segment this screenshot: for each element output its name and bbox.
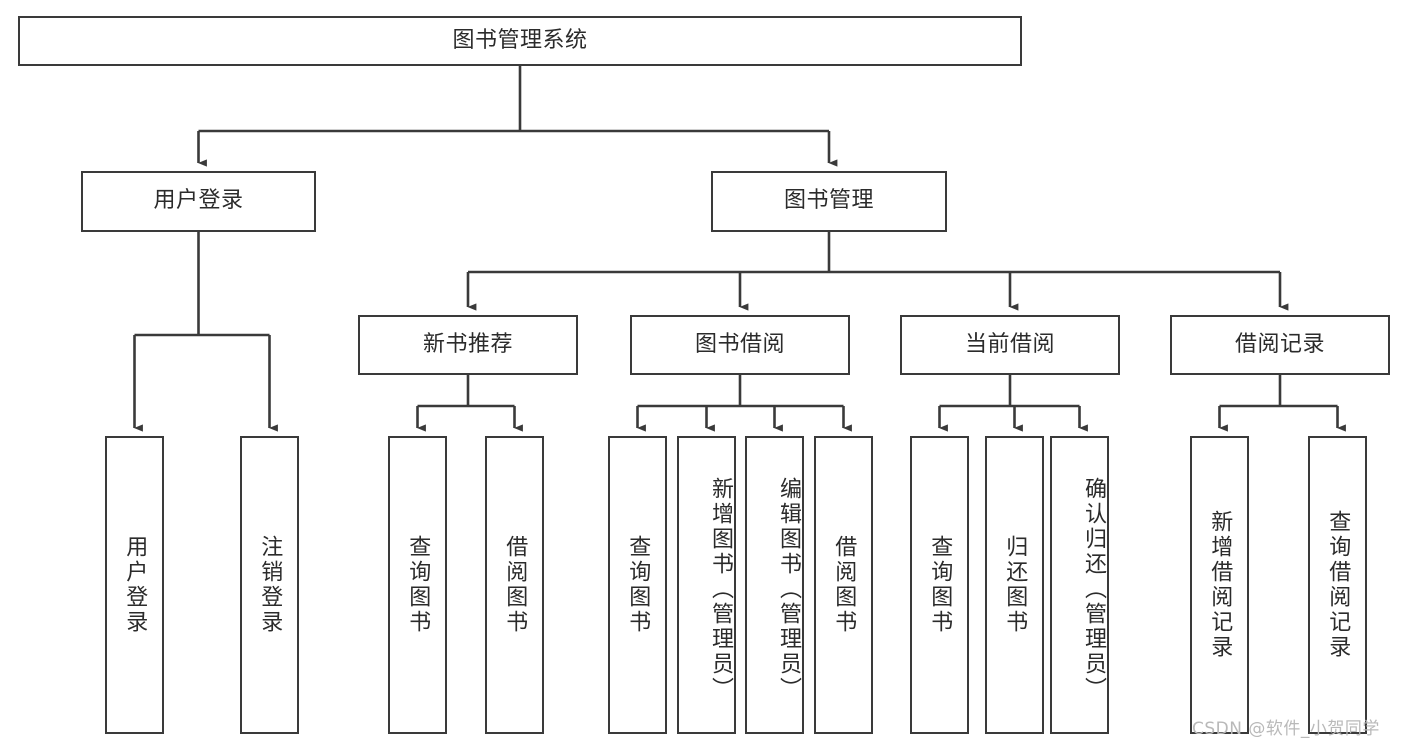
csdn-watermark: CSDN @软件_小贺同学 (1192, 719, 1380, 739)
node-book-management-module[interactable]: 图书管理 (711, 171, 947, 232)
leaf-borrow-lend-books[interactable]: 借阅图书 (814, 436, 873, 734)
leaf-current-return-books[interactable]: 归还图书 (985, 436, 1044, 734)
leaf-record-query-borrow-record[interactable]: 查询借阅记录 (1308, 436, 1367, 734)
leaf-newbook-borrow-books[interactable]: 借阅图书 (485, 436, 544, 734)
node-current-borrow[interactable]: 当前借阅 (900, 315, 1120, 375)
node-root-system[interactable]: 图书管理系统 (18, 16, 1022, 66)
node-borrow-record[interactable]: 借阅记录 (1170, 315, 1390, 375)
leaf-current-query-books[interactable]: 查询图书 (910, 436, 969, 734)
node-user-login-module[interactable]: 用户登录 (81, 171, 316, 232)
leaf-user-login[interactable]: 用户登录 (105, 436, 164, 734)
leaf-borrow-query-books[interactable]: 查询图书 (608, 436, 667, 734)
node-book-borrow[interactable]: 图书借阅 (630, 315, 850, 375)
leaf-record-add-borrow-record[interactable]: 新增借阅记录 (1190, 436, 1249, 734)
leaf-borrow-edit-book-admin[interactable]: 编辑图书（管理员） (745, 436, 804, 734)
leaf-current-confirm-return-admin[interactable]: 确认归还（管理员） (1050, 436, 1109, 734)
leaf-newbook-query-books[interactable]: 查询图书 (388, 436, 447, 734)
leaf-borrow-add-book-admin[interactable]: 新增图书（管理员） (677, 436, 736, 734)
leaf-user-logout[interactable]: 注销登录 (240, 436, 299, 734)
node-new-book-recommend[interactable]: 新书推荐 (358, 315, 578, 375)
